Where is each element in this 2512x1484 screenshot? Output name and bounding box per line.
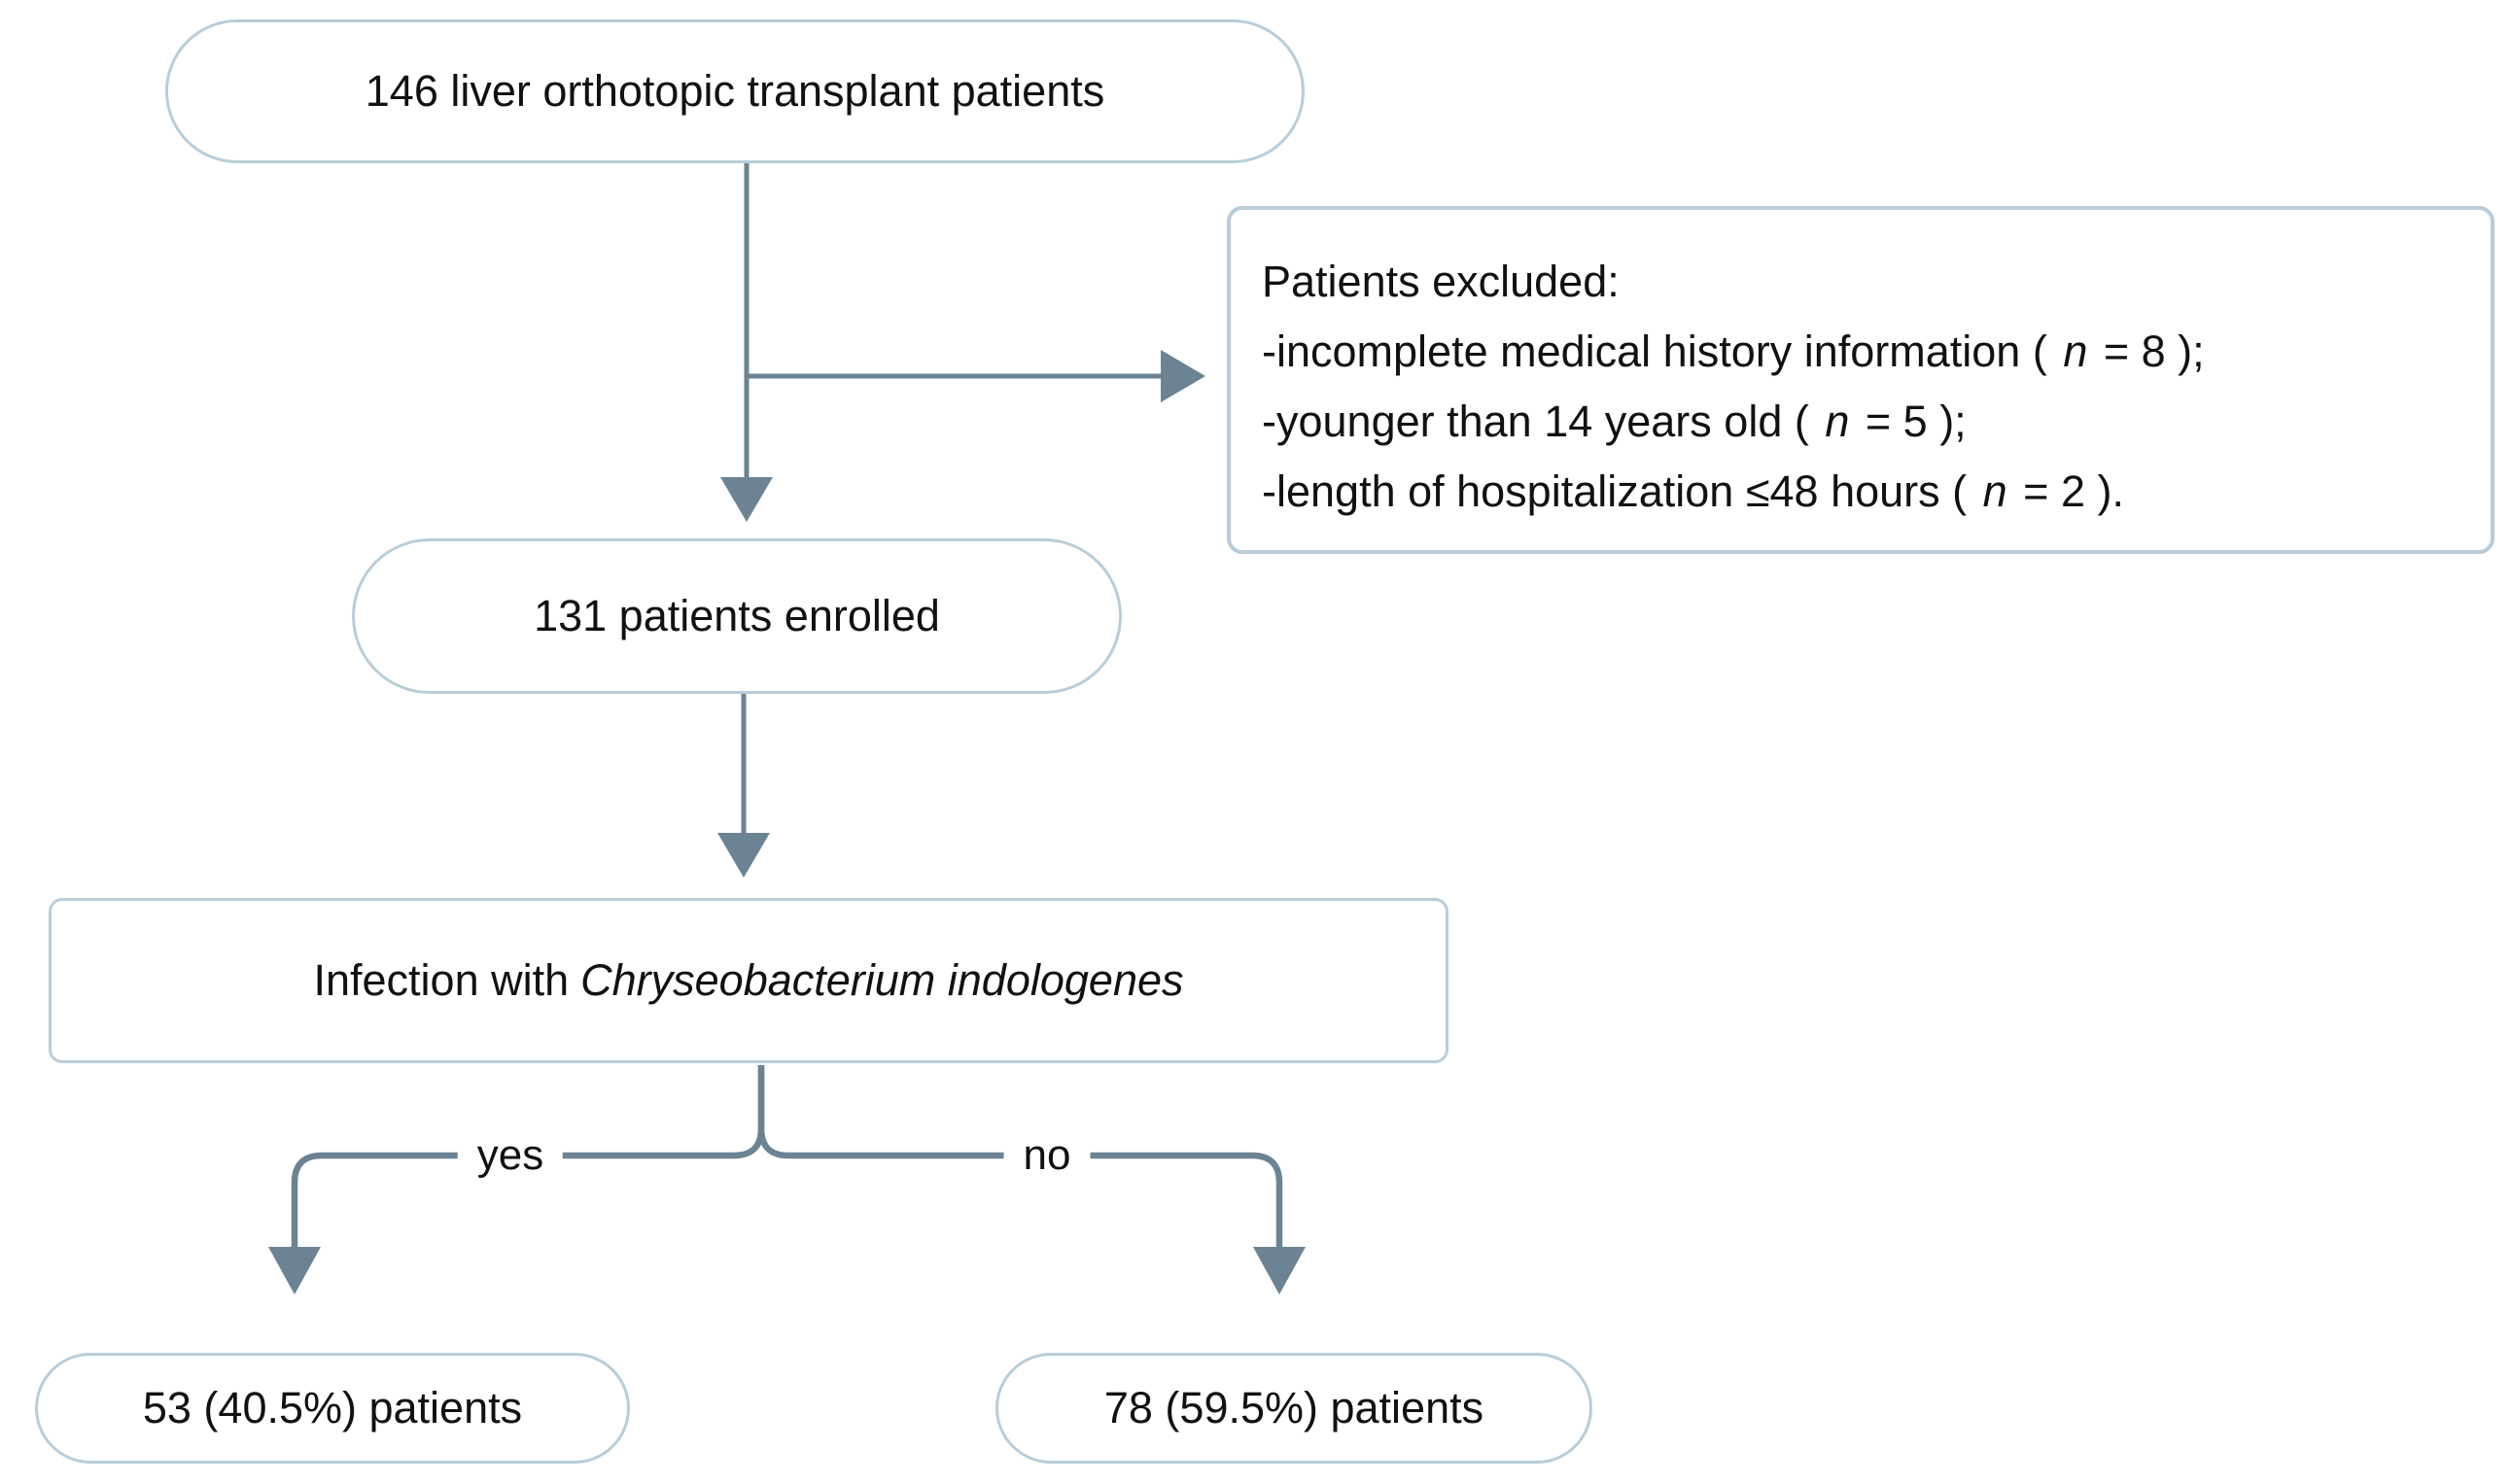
node-noninfected-patients-label: 78 (59.5%) patients — [1103, 1382, 1484, 1432]
excluded-item-1-text: -incomplete medical history information … — [1262, 327, 2060, 376]
arrowhead-right-excluded — [1161, 350, 1205, 402]
excluded-item-2-count: = 5 ); — [1853, 397, 1967, 446]
excluded-item-2: -younger than 14 years old ( n = 5 ); — [1262, 387, 1967, 457]
arrowhead-down-infection — [717, 833, 770, 878]
node-transplant-patients-label: 146 liver orthotopic transplant patients — [365, 65, 1105, 116]
arrowhead-down-enrolled — [720, 477, 773, 522]
branch-label-no: no — [1003, 1130, 1091, 1181]
excluded-title: Patients excluded: — [1262, 257, 1620, 306]
excluded-item-3-text: -length of hospitalization ≤48 hours ( — [1262, 466, 1979, 516]
excluded-item-3-var: n — [1982, 466, 2007, 516]
excluded-item-1-var: n — [2063, 327, 2088, 376]
branch-label-yes: yes — [457, 1130, 564, 1181]
node-patients-excluded: Patients excluded: -incomplete medical h… — [1227, 206, 2495, 554]
node-patients-enrolled: 131 patients enrolled — [352, 538, 1122, 694]
excluded-item-3-count: = 2 ). — [2010, 466, 2124, 516]
node-noninfected-patients: 78 (59.5%) patients — [995, 1353, 1592, 1464]
node-infected-patients-label: 53 (40.5%) patients — [142, 1382, 523, 1432]
excluded-item-2-text: -younger than 14 years old ( — [1262, 397, 1822, 446]
node-transplant-patients: 146 liver orthotopic transplant patients — [165, 19, 1305, 163]
arrowhead-down-no — [1253, 1247, 1306, 1294]
excluded-item-1-count: = 8 ); — [2091, 327, 2205, 376]
node-infected-patients: 53 (40.5%) patients — [35, 1353, 630, 1464]
node-infection-species: Chryseobacterium indologenes — [580, 954, 1184, 1005]
node-patients-enrolled-label: 131 patients enrolled — [534, 590, 940, 640]
excluded-item-2-var: n — [1825, 397, 1850, 446]
excluded-item-1: -incomplete medical history information … — [1262, 317, 2205, 387]
node-infection-label: Infection with — [313, 954, 570, 1005]
excluded-item-3: -length of hospitalization ≤48 hours ( n… — [1262, 457, 2124, 527]
arrowhead-down-yes — [268, 1247, 321, 1294]
